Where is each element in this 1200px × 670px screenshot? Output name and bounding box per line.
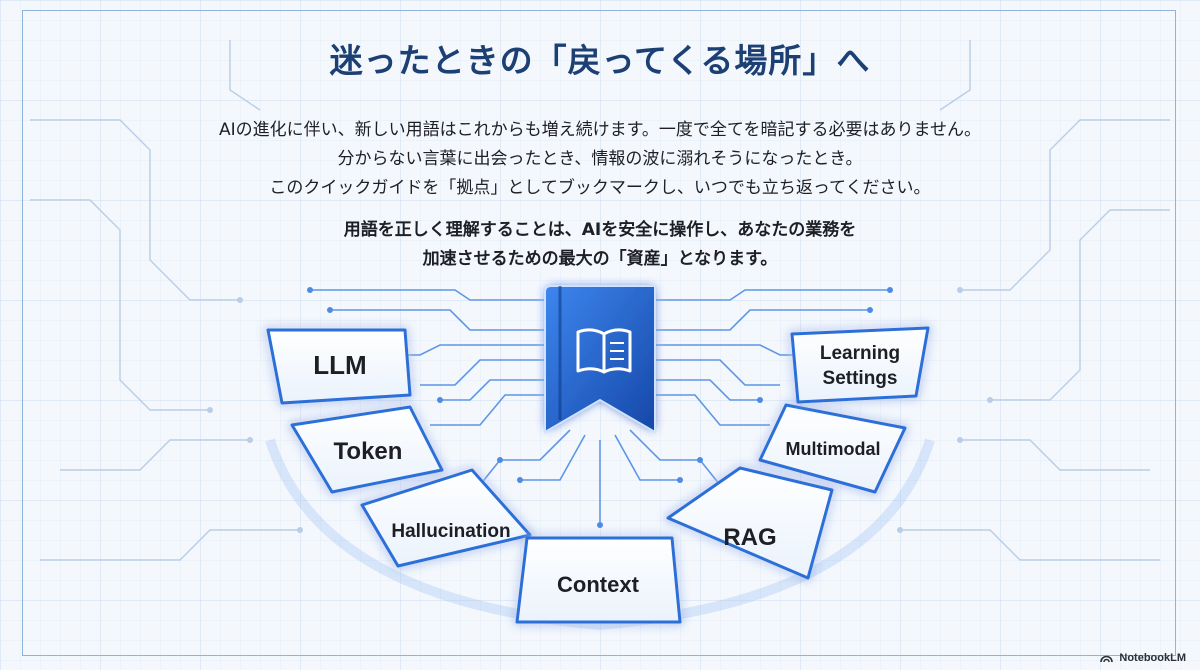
connector-nodes [307,287,893,528]
term-label: RAG [723,524,776,551]
arc-glow [265,438,935,631]
bookmark-book-icon [544,285,656,434]
term-label: Token [334,438,403,465]
brand-badge: NotebookLM [1100,652,1186,664]
emphasis-text: 用語を正しく理解することは、AIを安全に操作し、あなたの業務を 加速させるための… [0,216,1200,274]
term-label: Learning [820,343,900,364]
circuit-decoration [30,40,1170,561]
body-text: AIの進化に伴い、新しい用語はこれからも増え続けます。一度で全てを暗記する必要は… [0,116,1200,203]
term-card-hallucination: Hallucination [360,468,532,568]
body-line: AIの進化に伴い、新しい用語はこれからも増え続けます。一度で全てを暗記する必要は… [218,120,982,140]
term-card-context: Context [515,536,682,624]
term-label: Hallucination [391,521,510,542]
term-label: Context [557,572,640,597]
slide-title: 迷ったときの「戻ってくる場所」へ [329,41,871,80]
body-line: このクイックガイドを「拠点」としてブックマークし、いつでも立ち返ってください。 [269,178,931,198]
term-card-token: Token [290,405,444,494]
term-label: Multimodal [786,439,881,459]
emphasis-line: 用語を正しく理解することは、AIを安全に操作し、あなたの業務を [343,220,857,240]
term-card-learning-settings: Learning Settings [790,326,930,404]
notebooklm-logo-icon [1100,655,1114,662]
emphasis-line: 加速させるための最大の「資産」となります。 [422,249,778,269]
term-label: Settings [823,368,898,389]
term-label: LLM [313,350,366,380]
slide-frame [22,10,1176,656]
term-card-multimodal: Multimodal [758,403,907,494]
term-card-llm: LLM [266,328,412,405]
connector-lines [310,289,890,525]
term-card-rag: RAG [666,466,834,580]
body-line: 分からない言葉に出会ったとき、情報の波に溺れそうになったとき。 [337,149,863,169]
brand-label: NotebookLM [1119,652,1186,664]
circuit-nodes [207,287,993,533]
